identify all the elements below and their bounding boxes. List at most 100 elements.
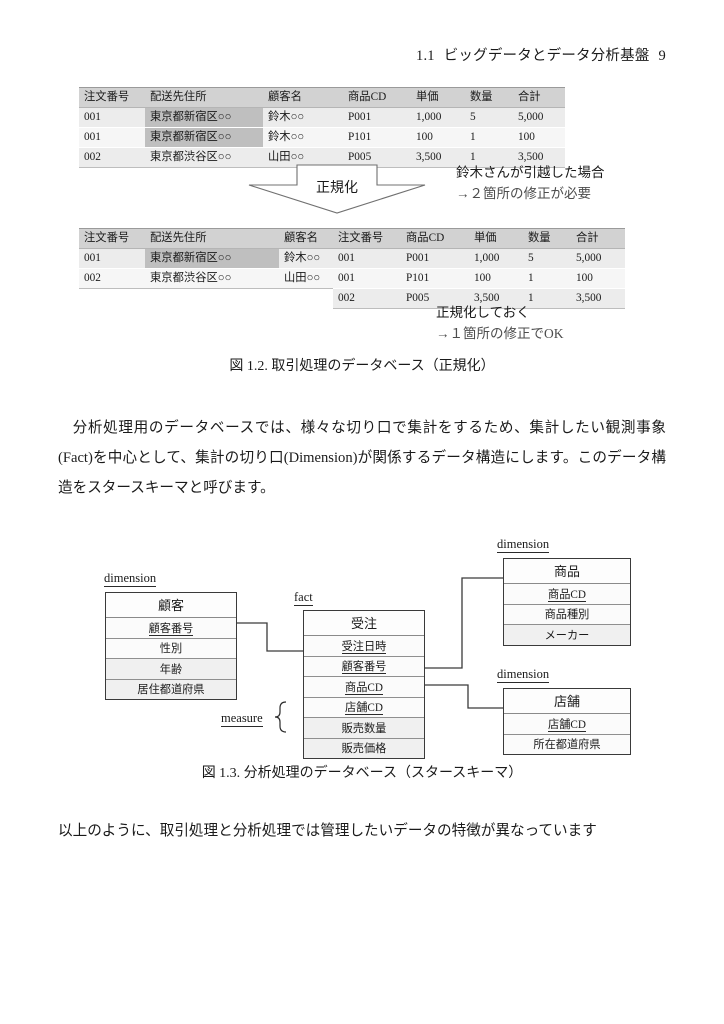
cell: 001: [79, 107, 145, 128]
cell: 001: [333, 268, 401, 289]
cell: 001: [333, 248, 401, 269]
table-header-row: 注文番号 商品CD 単価 数量 合計: [333, 227, 625, 250]
entity-field-key: 受注日時: [304, 636, 424, 657]
page-number: 9: [658, 48, 666, 64]
cell: 3,500: [411, 147, 465, 169]
column-header: 合計: [571, 227, 625, 250]
entity-field-key: 店舗CD: [504, 714, 630, 735]
entity-field: 所在都道府県: [504, 734, 630, 754]
table-header-row: 注文番号 配送先住所 顧客名 商品CD 単価 数量 合計: [79, 86, 565, 109]
cell-highlighted-address: 東京都新宿区○○: [145, 107, 263, 128]
cell: 鈴木○○: [263, 107, 343, 128]
entity-field-measure: 販売価格: [304, 738, 424, 758]
header-section-number: 1.1: [416, 48, 435, 64]
entity-title: 商品: [504, 559, 630, 584]
cell-highlighted-address: 東京都新宿区○○: [145, 248, 279, 269]
entity-field: 年齢: [106, 659, 236, 680]
table-header-row: 注文番号 配送先住所 顧客名: [79, 227, 375, 250]
column-header: 注文番号: [333, 227, 401, 250]
cell: 002: [333, 288, 401, 310]
body-paragraph-2: 以上のように、取引処理と分析処理では管理したいデータの特徴が異なっています: [58, 823, 597, 839]
cell: 5,000: [513, 107, 565, 128]
entity-fact: 受注 受注日時 顧客番号 商品CD 店舗CD 販売数量 販売価格: [303, 610, 425, 759]
entity-field-key: 顧客番号: [304, 656, 424, 677]
figure-1-3-caption: 図 1.3. 分析処理のデータベース（スタースキーマ）: [201, 766, 523, 781]
cell: 001: [79, 248, 145, 269]
cell: 5,000: [571, 248, 625, 269]
cell: P001: [343, 107, 411, 128]
column-header: 単価: [411, 86, 465, 109]
cell: 東京都渋谷区○○: [145, 147, 263, 169]
entity-title: 受注: [304, 611, 424, 636]
cell: 1,000: [469, 248, 523, 269]
note-normalized: 正規化しておく →１箇所の修正でOK: [436, 303, 564, 345]
cell: P005: [343, 147, 411, 169]
column-header: 配送先住所: [145, 86, 263, 109]
body-paragraph-1: 分析処理用のデータベースでは、様々な切り口で集計をするため、集計したい観測事象(…: [58, 420, 666, 496]
normalized-order-table: 注文番号 商品CD 単価 数量 合計 001 P001 1,000 5 5,00…: [333, 227, 625, 310]
cell: 5: [465, 107, 513, 128]
column-header: 注文番号: [79, 86, 145, 109]
table-row: 002 東京都渋谷区○○ 山田○○: [79, 268, 375, 290]
note-line-1: 鈴木さんが引越した場合: [456, 165, 605, 180]
running-header: 1.1 ビッグデータとデータ分析基盤 9: [416, 44, 666, 65]
table-row: 001 東京都新宿区○○ 鈴木○○ P101 100 1 100: [79, 127, 565, 148]
cell-highlighted-address: 東京都新宿区○○: [145, 127, 263, 148]
cell: 鈴木○○: [263, 127, 343, 148]
entity-tag-fact: fact: [294, 590, 313, 606]
normalization-arrow: 正規化: [247, 163, 427, 215]
entity-store: 店舗 店舗CD 所在都道府県: [503, 688, 631, 755]
cell: P101: [343, 127, 411, 148]
denormalized-order-table: 注文番号 配送先住所 顧客名 商品CD 単価 数量 合計 001 東京都新宿区○…: [79, 86, 565, 169]
cell: 002: [79, 268, 145, 290]
cell: 3,500: [513, 147, 565, 169]
column-header: 数量: [523, 227, 571, 250]
cell: 100: [411, 127, 465, 148]
table-row: 002 東京都渋谷区○○ 山田○○ P005 3,500 1 3,500: [79, 147, 565, 169]
entity-field: 居住都道府県: [106, 679, 236, 699]
entity-product: 商品 商品CD 商品種別 メーカー: [503, 558, 631, 646]
column-header: 配送先住所: [145, 227, 279, 250]
entity-tag-customer: dimension: [104, 571, 157, 587]
entity-field-key: 商品CD: [504, 584, 630, 605]
entity-field-key: 顧客番号: [106, 618, 236, 639]
normalization-arrow-label: 正規化: [316, 181, 358, 196]
cell: 100: [469, 268, 523, 289]
column-header: 商品CD: [401, 227, 469, 250]
cell: 1: [465, 147, 513, 169]
measure-label: measure: [221, 711, 263, 727]
table-row: 001 東京都新宿区○○ 鈴木○○: [79, 248, 375, 269]
column-header: 商品CD: [343, 86, 411, 109]
cell: 1: [523, 288, 571, 310]
cell: 100: [513, 127, 565, 148]
column-header: 注文番号: [79, 227, 145, 250]
cell: 1: [523, 268, 571, 289]
schema-connector-lines: [235, 577, 503, 733]
down-block-arrow-icon: [248, 164, 426, 214]
entity-field-measure: 販売数量: [304, 718, 424, 739]
note-line-1: 正規化しておく: [436, 305, 530, 320]
entity-tag-product: dimension: [497, 537, 550, 553]
cell: 東京都渋谷区○○: [145, 268, 279, 290]
note-line-2: →１箇所の修正でOK: [436, 325, 564, 341]
table-row: 002 P005 3,500 1 3,500: [333, 288, 625, 310]
entity-field: 性別: [106, 638, 236, 659]
cell: P005: [401, 288, 469, 310]
cell: 3,500: [571, 288, 625, 310]
entity-tag-store: dimension: [497, 667, 550, 683]
cell: 002: [79, 147, 145, 169]
table-row: 001 東京都新宿区○○ 鈴木○○ P001 1,000 5 5,000: [79, 107, 565, 128]
header-chapter-title: ビッグデータとデータ分析基盤: [443, 48, 650, 64]
entity-field-key: 商品CD: [304, 677, 424, 698]
normalized-customer-table: 注文番号 配送先住所 顧客名 001 東京都新宿区○○ 鈴木○○ 002 東京都…: [79, 227, 375, 290]
note-denormalized: 鈴木さんが引越した場合 →２箇所の修正が必要: [456, 163, 605, 205]
cell: P101: [401, 268, 469, 289]
entity-field-key: 店舗CD: [304, 697, 424, 718]
cell: 5: [523, 248, 571, 269]
entity-field: 商品種別: [504, 604, 630, 625]
table-row: 001 P101 100 1 100: [333, 268, 625, 289]
note-line-2: →２箇所の修正が必要: [456, 185, 591, 201]
entity-title: 顧客: [106, 593, 236, 618]
column-header: 合計: [513, 86, 565, 109]
